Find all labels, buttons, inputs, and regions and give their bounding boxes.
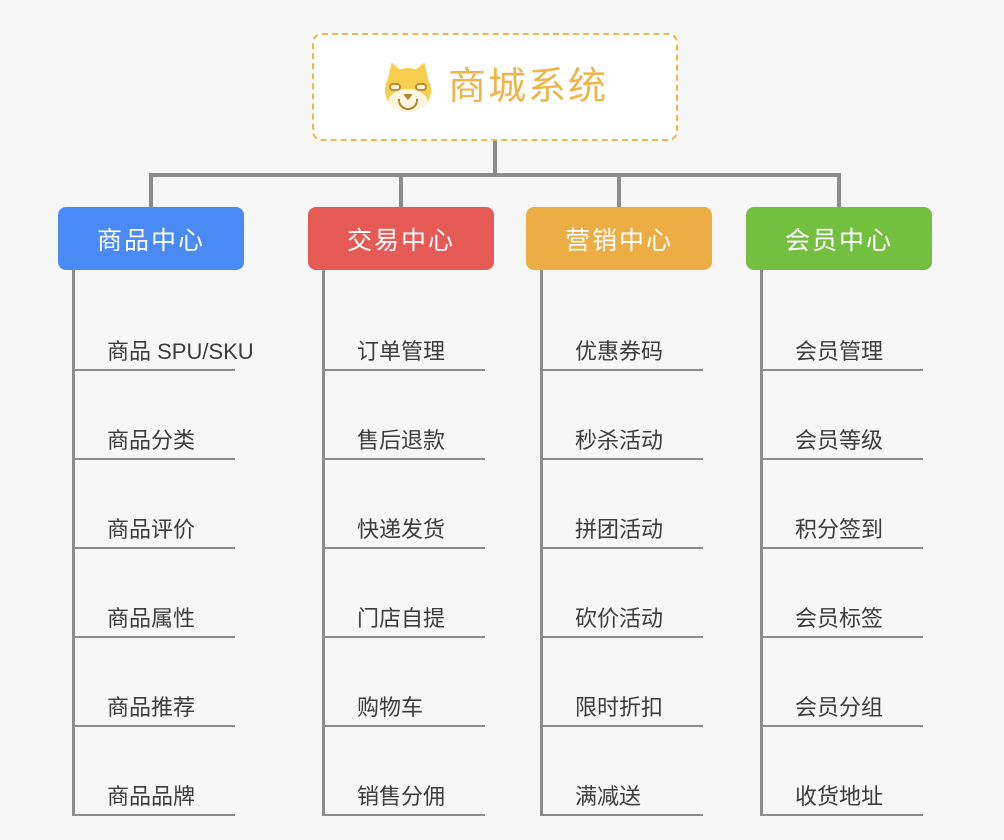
leaf-list-member: 会员管理 会员等级 积分签到 会员标签 会员分组 收货地址 [760, 270, 932, 816]
list-item-label: 砍价活动 [575, 605, 664, 631]
list-item[interactable]: 商品品牌 [75, 727, 235, 816]
root-title: 商城系统 [447, 66, 608, 108]
list-item-label: 商品分类 [107, 427, 196, 453]
list-item-label: 商品品牌 [107, 783, 196, 809]
list-item-label: 快递发货 [357, 516, 446, 542]
list-item[interactable]: 会员分组 [763, 638, 923, 727]
leaf-list-trade: 订单管理 售后退款 快递发货 门店自提 购物车 销售分佣 [322, 270, 494, 816]
category-column-member: 会员中心 会员管理 会员等级 积分签到 会员标签 会员分组 收货地址 [746, 207, 932, 816]
list-item-label: 限时折扣 [575, 694, 664, 720]
list-item[interactable]: 商品 SPU/SKU [75, 282, 254, 371]
list-item[interactable]: 订单管理 [325, 282, 485, 371]
list-item[interactable]: 秒杀活动 [543, 371, 703, 460]
list-item-label: 商品推荐 [107, 694, 196, 720]
list-item[interactable]: 限时折扣 [543, 638, 703, 727]
category-column-marketing: 营销中心 优惠券码 秒杀活动 拼团活动 砍价活动 限时折扣 满减送 [526, 207, 712, 816]
list-item-label: 拼团活动 [575, 516, 664, 542]
category-header-member[interactable]: 会员中心 [746, 207, 932, 270]
list-item-label: 销售分佣 [357, 783, 446, 809]
list-item[interactable]: 商品推荐 [75, 638, 235, 727]
connector-drop-2 [399, 173, 403, 207]
list-item[interactable]: 积分签到 [763, 460, 923, 549]
list-item[interactable]: 满减送 [543, 727, 703, 816]
list-item-label: 满减送 [575, 783, 642, 809]
list-item[interactable]: 收货地址 [763, 727, 923, 816]
list-item[interactable]: 门店自提 [325, 549, 485, 638]
list-item[interactable]: 销售分佣 [325, 727, 485, 816]
list-item-label: 收货地址 [795, 783, 884, 809]
list-item[interactable]: 会员管理 [763, 282, 923, 371]
connector-horizontal-bus [149, 173, 841, 177]
shiba-inu-icon [382, 59, 434, 113]
list-item[interactable]: 购物车 [325, 638, 485, 727]
list-item-label: 商品 SPU/SKU [107, 338, 254, 364]
list-item-label: 优惠券码 [575, 338, 664, 364]
list-item[interactable]: 商品评价 [75, 460, 235, 549]
list-item[interactable]: 快递发货 [325, 460, 485, 549]
connector-drop-3 [617, 173, 621, 207]
category-header-label: 交易中心 [346, 226, 455, 255]
category-header-marketing[interactable]: 营销中心 [526, 207, 712, 270]
list-item-label: 商品评价 [107, 516, 196, 542]
category-column-product: 商品中心 商品 SPU/SKU 商品分类 商品评价 商品属性 商品推荐 商品品牌 [58, 207, 254, 816]
list-item-label: 会员管理 [795, 338, 884, 364]
list-item[interactable]: 砍价活动 [543, 549, 703, 638]
root-node[interactable]: 商城系统 [312, 33, 678, 141]
list-item-label: 积分签到 [795, 516, 884, 542]
list-item-label: 秒杀活动 [575, 427, 664, 453]
connector-drop-1 [149, 173, 153, 207]
list-item[interactable]: 优惠券码 [543, 282, 703, 371]
list-item-label: 商品属性 [107, 605, 196, 631]
list-item-label: 售后退款 [357, 427, 446, 453]
connector-root-stem [493, 141, 497, 176]
leaf-list-product: 商品 SPU/SKU 商品分类 商品评价 商品属性 商品推荐 商品品牌 [72, 270, 254, 816]
list-item[interactable]: 商品分类 [75, 371, 235, 460]
list-item-label: 会员分组 [795, 694, 884, 720]
list-item-label: 购物车 [357, 694, 424, 720]
category-header-trade[interactable]: 交易中心 [308, 207, 494, 270]
connector-drop-4 [837, 173, 841, 207]
list-item[interactable]: 售后退款 [325, 371, 485, 460]
category-header-label: 商品中心 [96, 226, 205, 255]
list-item-label: 订单管理 [357, 338, 446, 364]
category-column-trade: 交易中心 订单管理 售后退款 快递发货 门店自提 购物车 销售分佣 [308, 207, 494, 816]
list-item-label: 门店自提 [357, 605, 446, 631]
leaf-list-marketing: 优惠券码 秒杀活动 拼团活动 砍价活动 限时折扣 满减送 [540, 270, 712, 816]
category-header-product[interactable]: 商品中心 [58, 207, 244, 270]
category-header-label: 营销中心 [564, 226, 673, 255]
list-item[interactable]: 拼团活动 [543, 460, 703, 549]
list-item[interactable]: 会员等级 [763, 371, 923, 460]
category-header-label: 会员中心 [784, 226, 893, 255]
list-item[interactable]: 会员标签 [763, 549, 923, 638]
list-item-label: 会员等级 [795, 427, 884, 453]
list-item[interactable]: 商品属性 [75, 549, 235, 638]
list-item-label: 会员标签 [795, 605, 884, 631]
